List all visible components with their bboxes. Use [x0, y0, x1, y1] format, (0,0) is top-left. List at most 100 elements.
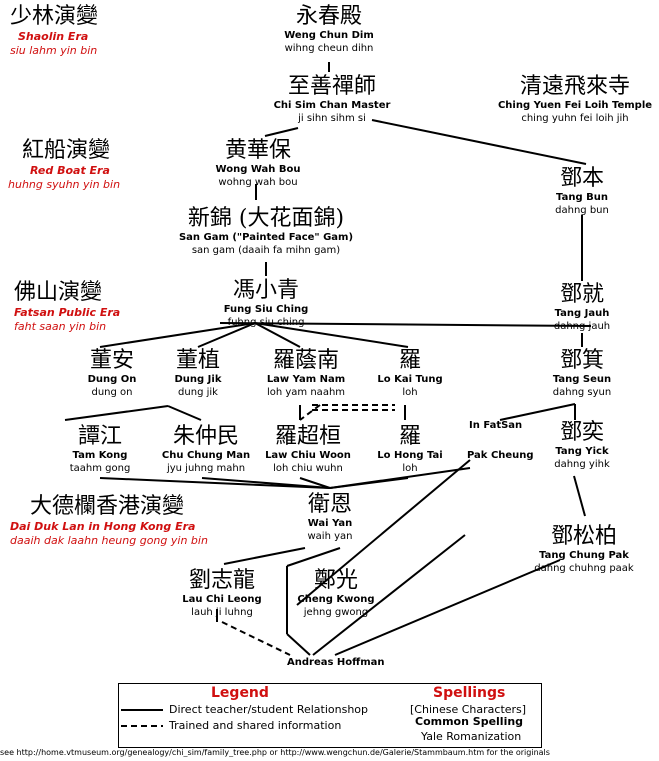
node-dung-jik: 董植 Dung Jik dung jik	[158, 348, 238, 399]
node-zh: 鄧本	[559, 166, 604, 191]
node-lau-chi-leong: 劉志龍 Lau Chi Leong lauh ji luhng	[172, 568, 272, 619]
node-yale: taahm gong	[69, 463, 131, 474]
node-dung-on: 董安 Dung On dung on	[72, 348, 152, 399]
node-yale: jyu juhng mahn	[166, 463, 246, 474]
node-yale: san gam (daaih fa mihn gam)	[191, 245, 341, 256]
node-yale: loh yam naahm	[266, 387, 346, 398]
era-yale: siu lahm yin bin	[10, 44, 98, 57]
node-tang-chung-pak: 鄧松柏 Tang Chung Pak dahng chuhng paak	[524, 524, 644, 575]
node-yale: dahng yihk	[554, 459, 610, 470]
node-zh: 永春殿	[295, 4, 362, 29]
node-tang-yick: 鄧奕 Tang Yick dahng yihk	[542, 420, 622, 471]
source-footnote: see http://home.vtmuseum.org/genealogy/c…	[0, 748, 550, 757]
node-en: Fung Siu Ching	[223, 304, 309, 315]
node-fung-siu-ching: 馮小青 Fung Siu Ching fuhng siu ching	[216, 278, 316, 329]
era-yale: faht saan yin bin	[14, 320, 107, 333]
node-en: Weng Chun Dim	[284, 30, 374, 41]
node-en: Lau Chi Leong	[182, 594, 262, 605]
node-andreas-hoffman: Andreas Hoffman	[287, 657, 385, 668]
era-yale: daaih dak laahn heung gong yin bin	[10, 534, 208, 547]
era-red-boat: 紅船演變 Red Boat Era huhng syuhn yin bin	[8, 138, 120, 192]
era-en: Shaolin Era	[18, 30, 89, 43]
node-zh: 新錦 (大花面錦)	[187, 206, 345, 231]
node-lo-kai-tung: 羅 Lo Kai Tung loh	[370, 348, 450, 399]
node-tam-kong: 譚江 Tam Kong taahm gong	[60, 424, 140, 475]
spellings-chinese: [Chinese Characters]	[410, 703, 527, 716]
node-yale: fuhng siu ching	[227, 317, 305, 328]
era-zh: 佛山演變	[14, 280, 103, 305]
node-zh: 馮小青	[232, 278, 299, 303]
node-cheng-kwong: 鄭光 Cheng Kwong jehng gwong	[286, 568, 386, 619]
node-zh: 譚江	[77, 424, 122, 449]
era-en: Dai Duk Lan in Hong Kong Era	[10, 520, 196, 533]
node-tang-seun: 鄧箕 Tang Seun dahng syun	[542, 348, 622, 399]
label-in-fatsan: In FatSan	[469, 420, 523, 431]
label-pak-cheung: Pak Cheung	[467, 450, 534, 461]
node-en: Lo Kai Tung	[377, 374, 443, 385]
spellings-yale: Yale Romanization	[421, 730, 522, 743]
node-zh: 至善禪師	[287, 74, 376, 99]
era-zh: 少林演變	[10, 4, 99, 29]
node-yale: wihng cheun dihn	[284, 43, 374, 54]
node-yale: lauh ji luhng	[191, 607, 253, 618]
node-zh: 羅	[398, 424, 421, 449]
node-zh: 朱仲民	[172, 424, 239, 449]
node-yale: loh	[402, 463, 418, 474]
node-yale: jehng gwong	[303, 607, 369, 618]
node-yale: dahng syun	[552, 387, 612, 398]
node-tang-jauh: 鄧就 Tang Jauh dahng jauh	[542, 282, 622, 333]
node-san-gam: 新錦 (大花面錦) San Gam ("Painted Face" Gam) s…	[168, 206, 364, 257]
legend-title: Legend	[211, 685, 269, 701]
node-zh: 鄧松柏	[550, 524, 617, 549]
node-law-yam-nam: 羅蔭南 Law Yam Nam loh yam naahm	[256, 348, 356, 399]
node-en: Tam Kong	[72, 450, 128, 461]
node-en: Wong Wah Bou	[215, 164, 301, 175]
node-yale: dahng chuhng paak	[534, 563, 634, 574]
node-en: Wai Yan	[307, 518, 353, 529]
node-zh: 董安	[89, 348, 134, 373]
era-zh: 大德欄香港演變	[30, 494, 185, 519]
node-en: Tang Seun	[552, 374, 612, 385]
legend-line-samples	[121, 709, 163, 727]
node-zh: 鄧箕	[559, 348, 604, 373]
node-chu-chung-man: 朱仲民 Chu Chung Man jyu juhng mahn	[156, 424, 256, 475]
node-ching-yuen: 清遠飛來寺 Ching Yuen Fei Loih Temple ching y…	[492, 74, 658, 125]
era-en: Red Boat Era	[30, 164, 110, 177]
node-en: Ching Yuen Fei Loih Temple	[497, 100, 653, 111]
node-zh: 清遠飛來寺	[519, 74, 630, 99]
node-yale: dahng bun	[555, 205, 609, 216]
node-en: Chu Chung Man	[161, 450, 251, 461]
node-zh: 董植	[175, 348, 220, 373]
legend: Legend Direct teacher/student Relationsh…	[118, 683, 542, 748]
node-zh: 鄭光	[313, 568, 358, 593]
node-zh: 羅超桓	[274, 424, 341, 449]
node-yale: wohng wah bou	[218, 177, 298, 188]
node-en: San Gam ("Painted Face" Gam)	[178, 232, 354, 243]
node-zh: 羅	[398, 348, 421, 373]
node-yale: loh chiu wuhn	[273, 463, 343, 474]
node-yale: dung on	[91, 387, 133, 398]
era-zh: 紅船演變	[22, 138, 111, 163]
era-yale: huhng syuhn yin bin	[8, 178, 121, 191]
node-en: Tang Yick	[555, 446, 609, 457]
node-zh: 鄧奕	[559, 420, 604, 445]
era-en: Fatsan Public Era	[14, 306, 121, 319]
node-en: Tang Jauh	[554, 308, 610, 319]
node-yale: waih yan	[307, 531, 353, 542]
node-zh: 劉志龍	[188, 568, 255, 593]
node-weng-chun-dim: 永春殿 Weng Chun Dim wihng cheun dihn	[279, 4, 379, 55]
node-yale: dahng jauh	[553, 321, 611, 332]
node-en: Chi Sim Chan Master	[273, 100, 391, 111]
node-wong-wah-bou: 黄華保 Wong Wah Bou wohng wah bou	[208, 138, 308, 189]
node-en: Law Yam Nam	[266, 374, 346, 385]
node-en: Cheng Kwong	[297, 594, 375, 605]
node-zh: 衛恩	[307, 492, 352, 517]
era-fatsan: 佛山演變 Fatsan Public Era faht saan yin bin	[14, 280, 120, 334]
node-zh: 黄華保	[224, 138, 291, 163]
node-en: Dung Jik	[174, 374, 222, 385]
node-en: Law Chiu Woon	[265, 450, 351, 461]
node-en: Dung On	[87, 374, 137, 385]
spellings-title: Spellings	[433, 685, 506, 701]
era-shaolin: 少林演變 Shaolin Era siu lahm yin bin	[10, 4, 98, 58]
